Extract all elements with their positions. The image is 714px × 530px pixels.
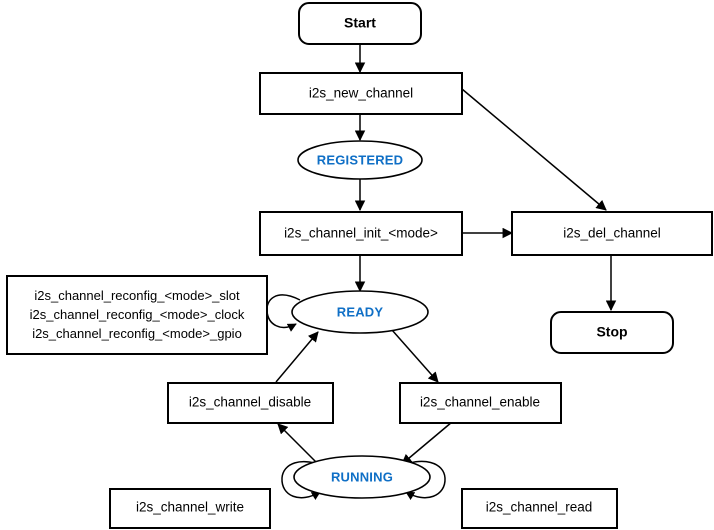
channel-init-label: i2s_channel_init_<mode> [284,226,438,241]
start-label: Start [344,15,376,31]
registered-label: REGISTERED [317,152,404,167]
node-new-channel[interactable]: i2s_new_channel [259,72,463,115]
node-channel-enable[interactable]: i2s_channel_enable [399,382,562,424]
del-channel-box[interactable] [511,211,713,256]
node-channel-write[interactable]: i2s_channel_write [109,488,271,529]
edge-layer [266,44,617,501]
new-channel-label: i2s_new_channel [309,86,413,101]
node-start[interactable]: Start [298,2,422,45]
channel-read-box[interactable] [461,488,618,529]
edge-ready-to-enable [391,329,439,383]
edge-disable-to-ready [275,331,319,383]
edge-running-to-disable [277,423,321,467]
stop-box[interactable] [550,311,674,354]
channel-write-box[interactable] [109,488,271,529]
edge-new-channel-to-del-channel [461,88,607,211]
node-channel-disable[interactable]: i2s_channel_disable [167,382,334,424]
node-registered[interactable]: REGISTERED [297,140,423,180]
running-label: RUNNING [331,469,393,484]
start-box[interactable] [298,2,422,45]
node-reconfig-group[interactable]: i2s_channel_reconfig_<mode>_slot i2s_cha… [6,275,268,355]
reconfig-line-3: i2s_channel_reconfig_<mode>_gpio [32,326,242,341]
node-channel-init[interactable]: i2s_channel_init_<mode> [259,211,463,256]
ready-ellipse[interactable] [291,290,429,334]
channel-disable-box[interactable] [167,382,334,424]
node-stop[interactable]: Stop [550,311,674,354]
reconfig-line-2: i2s_channel_reconfig_<mode>_clock [30,307,245,322]
channel-enable-box[interactable] [399,382,562,424]
node-channel-read[interactable]: i2s_channel_read [461,488,618,529]
reconfig-box[interactable] [6,275,268,355]
new-channel-box[interactable] [259,72,463,115]
stop-label: Stop [596,324,627,340]
running-ellipse[interactable] [293,455,431,499]
node-del-channel[interactable]: i2s_del_channel [511,211,713,256]
channel-write-label: i2s_channel_write [136,500,244,515]
channel-read-label: i2s_channel_read [486,500,593,515]
edge-running-self-loop-left [281,460,329,501]
channel-disable-label: i2s_channel_disable [189,395,311,410]
ready-label: READY [337,304,384,319]
del-channel-label: i2s_del_channel [563,226,661,241]
edge-enable-to-running [401,421,453,465]
registered-ellipse[interactable] [297,140,423,180]
node-ready[interactable]: READY [291,290,429,334]
channel-init-box[interactable] [259,211,463,256]
edge-running-self-loop-right [395,460,446,501]
node-running[interactable]: RUNNING [293,455,431,499]
channel-enable-label: i2s_channel_enable [420,395,540,410]
reconfig-line-1: i2s_channel_reconfig_<mode>_slot [34,288,240,303]
